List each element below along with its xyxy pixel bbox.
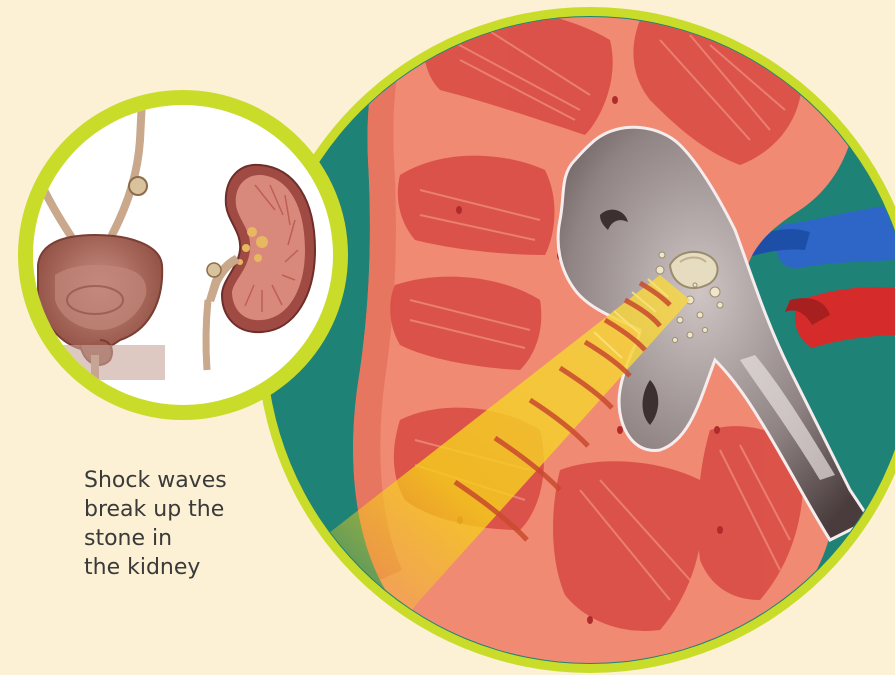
kidney-magnified-view xyxy=(250,0,895,675)
caption-line-3: stone in xyxy=(84,524,274,553)
ureter-stone xyxy=(129,177,147,195)
inset-kidney-stone xyxy=(207,263,221,277)
caption-line-1: Shock waves xyxy=(84,466,274,495)
caption-text: Shock waves break up the stone in the ki… xyxy=(84,466,274,582)
urinary-tract-inset xyxy=(18,90,348,420)
caption-line-4: the kidney xyxy=(84,553,274,582)
kidney-stone xyxy=(670,252,718,288)
caption-line-2: break up the xyxy=(84,495,274,524)
